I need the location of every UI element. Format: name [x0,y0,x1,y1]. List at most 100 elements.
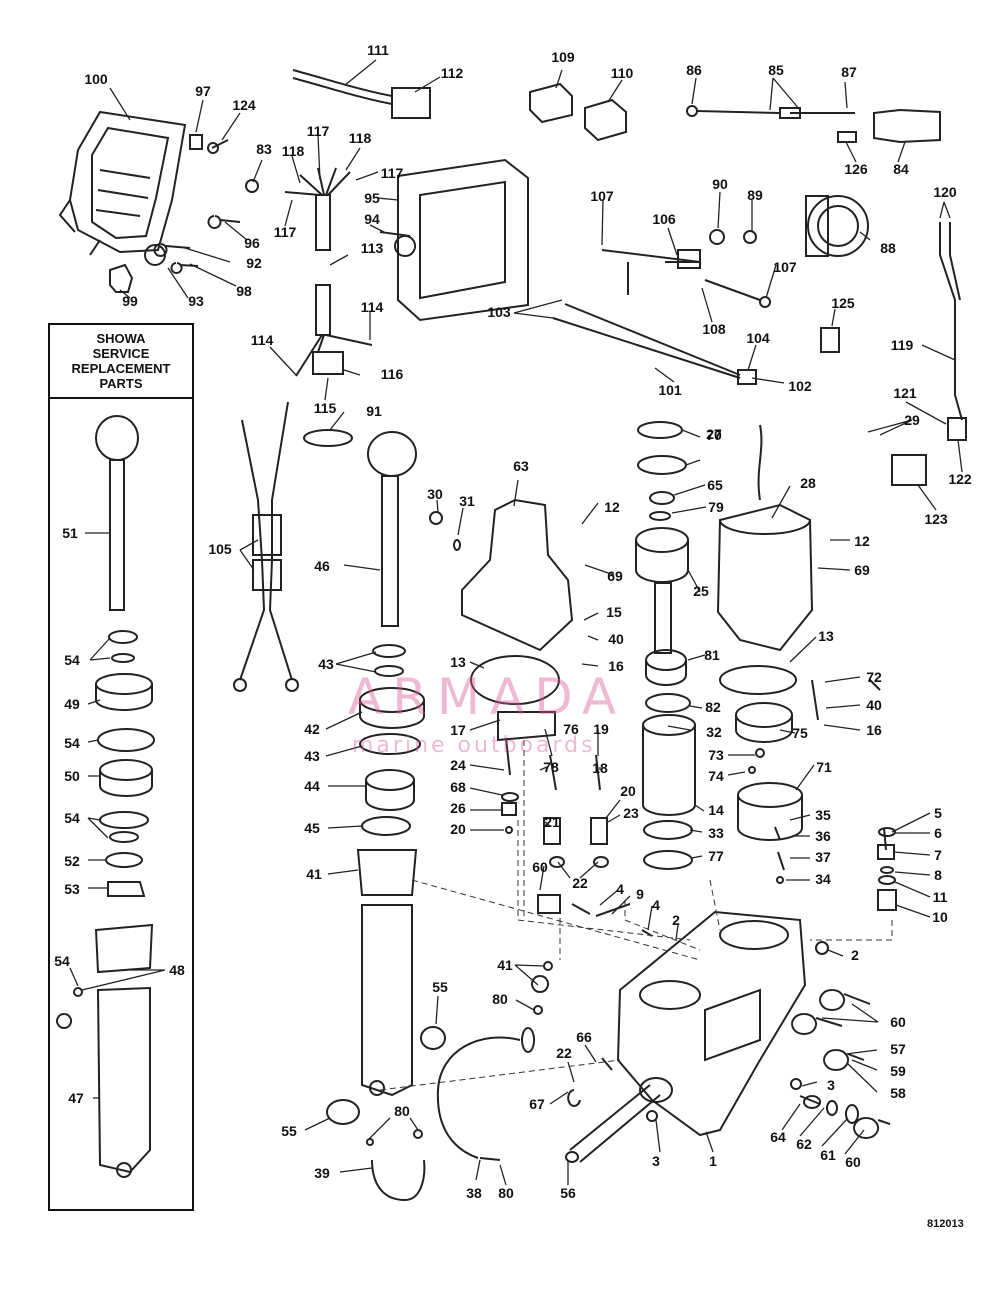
callout: 88 [880,240,896,256]
callout: 53 [64,881,80,897]
callout: 2 [672,912,680,928]
callout: 62 [796,1136,812,1152]
callout: 23 [623,805,639,821]
callout: 18 [592,760,608,776]
callout: 89 [747,187,763,203]
callout: 114 [251,332,274,348]
callout: 60 [845,1154,861,1170]
callout: 116 [381,366,404,382]
callout: 25 [693,583,709,599]
callout: 65 [707,477,723,493]
callout: 117 [307,123,330,139]
callout: 82 [705,699,721,715]
callout: 79 [708,499,724,515]
callout: 14 [708,802,724,818]
callout: 22 [556,1045,572,1061]
panel-title-line: SERVICE [92,346,150,361]
callout: 19 [593,721,609,737]
callout: 41 [497,957,513,973]
callout: 102 [788,378,812,394]
callout: 20 [620,783,636,799]
callout: 118 [282,143,305,159]
callout: 114 [361,299,384,315]
callout: 35 [815,807,831,823]
callout: 80 [394,1103,410,1119]
callout: 110 [611,65,634,81]
callout: 21 [544,814,560,830]
callout: 11 [933,889,948,905]
callout: 59 [890,1063,906,1079]
callout: 124 [232,97,256,113]
panel-title-line: PARTS [99,376,143,391]
callout: 51 [62,525,78,541]
callout: 107 [590,188,614,204]
callout: 17 [450,722,466,738]
callout: 122 [948,471,972,487]
valve-components [501,737,897,937]
trim-cylinder-assembly [326,431,446,1125]
callout: 80 [498,1185,514,1201]
callout: 5 [934,805,942,821]
callout-labels: 100 97 124 83 96 92 93 98 99 111 112 117… [54,42,972,1201]
callout: 57 [890,1041,906,1057]
callout: 28 [800,475,816,491]
callout: 118 [349,130,372,146]
callout: 125 [831,295,855,311]
callout: 69 [607,568,623,584]
callout: 55 [432,979,448,995]
callout: 56 [560,1185,576,1201]
callout: 78 [543,759,559,775]
callout: 2 [851,947,859,963]
callout: 55 [281,1123,297,1139]
callout: 60 [890,1014,906,1030]
callout: 9 [636,886,644,902]
callout: 74 [708,768,724,784]
callout: 73 [708,747,724,763]
callout: 66 [576,1029,592,1045]
callout: 123 [924,511,948,527]
callout: 54 [64,735,80,751]
callout: 117 [274,224,297,240]
callout: 58 [890,1085,906,1101]
callout: 29 [904,412,920,428]
callout: 8 [934,867,942,883]
panel-divider [50,397,192,399]
callout: 42 [304,721,320,737]
callout: 105 [208,541,232,557]
callout: 93 [188,293,204,309]
callout: 69 [854,562,870,578]
callout: 3 [827,1077,835,1093]
callout: 64 [770,1129,786,1145]
callout: 80 [492,991,508,1007]
wiring-harness-top [284,69,627,377]
callout: 104 [746,330,770,346]
callout: 121 [893,385,917,401]
showa-parts-panel: SHOWA SERVICE REPLACEMENT PARTS [48,323,194,1211]
callout: 115 [314,400,337,416]
callout: 52 [64,853,80,869]
callout: 81 [704,647,720,663]
callout: 50 [64,768,80,784]
callout: 60 [532,859,548,875]
callout: 109 [551,49,575,65]
leader-lines [69,59,963,1186]
callout: 47 [68,1090,84,1106]
callout: 37 [815,849,831,865]
callout: 95 [364,190,380,206]
callout: 41 [306,866,322,882]
callout: 30 [427,486,443,502]
callout: 3 [652,1153,660,1169]
callout: 7 [934,847,942,863]
callout: 100 [84,71,108,87]
callout: 63 [513,458,529,474]
callout: 117 [381,165,404,181]
callout: 15 [606,604,622,620]
callout: 16 [866,722,882,738]
callout: 1 [709,1153,717,1169]
callout: 77 [708,848,724,864]
callout: 99 [122,293,138,309]
callout: 76 [563,721,579,737]
callout: 12 [604,499,620,515]
callout: 49 [64,696,80,712]
